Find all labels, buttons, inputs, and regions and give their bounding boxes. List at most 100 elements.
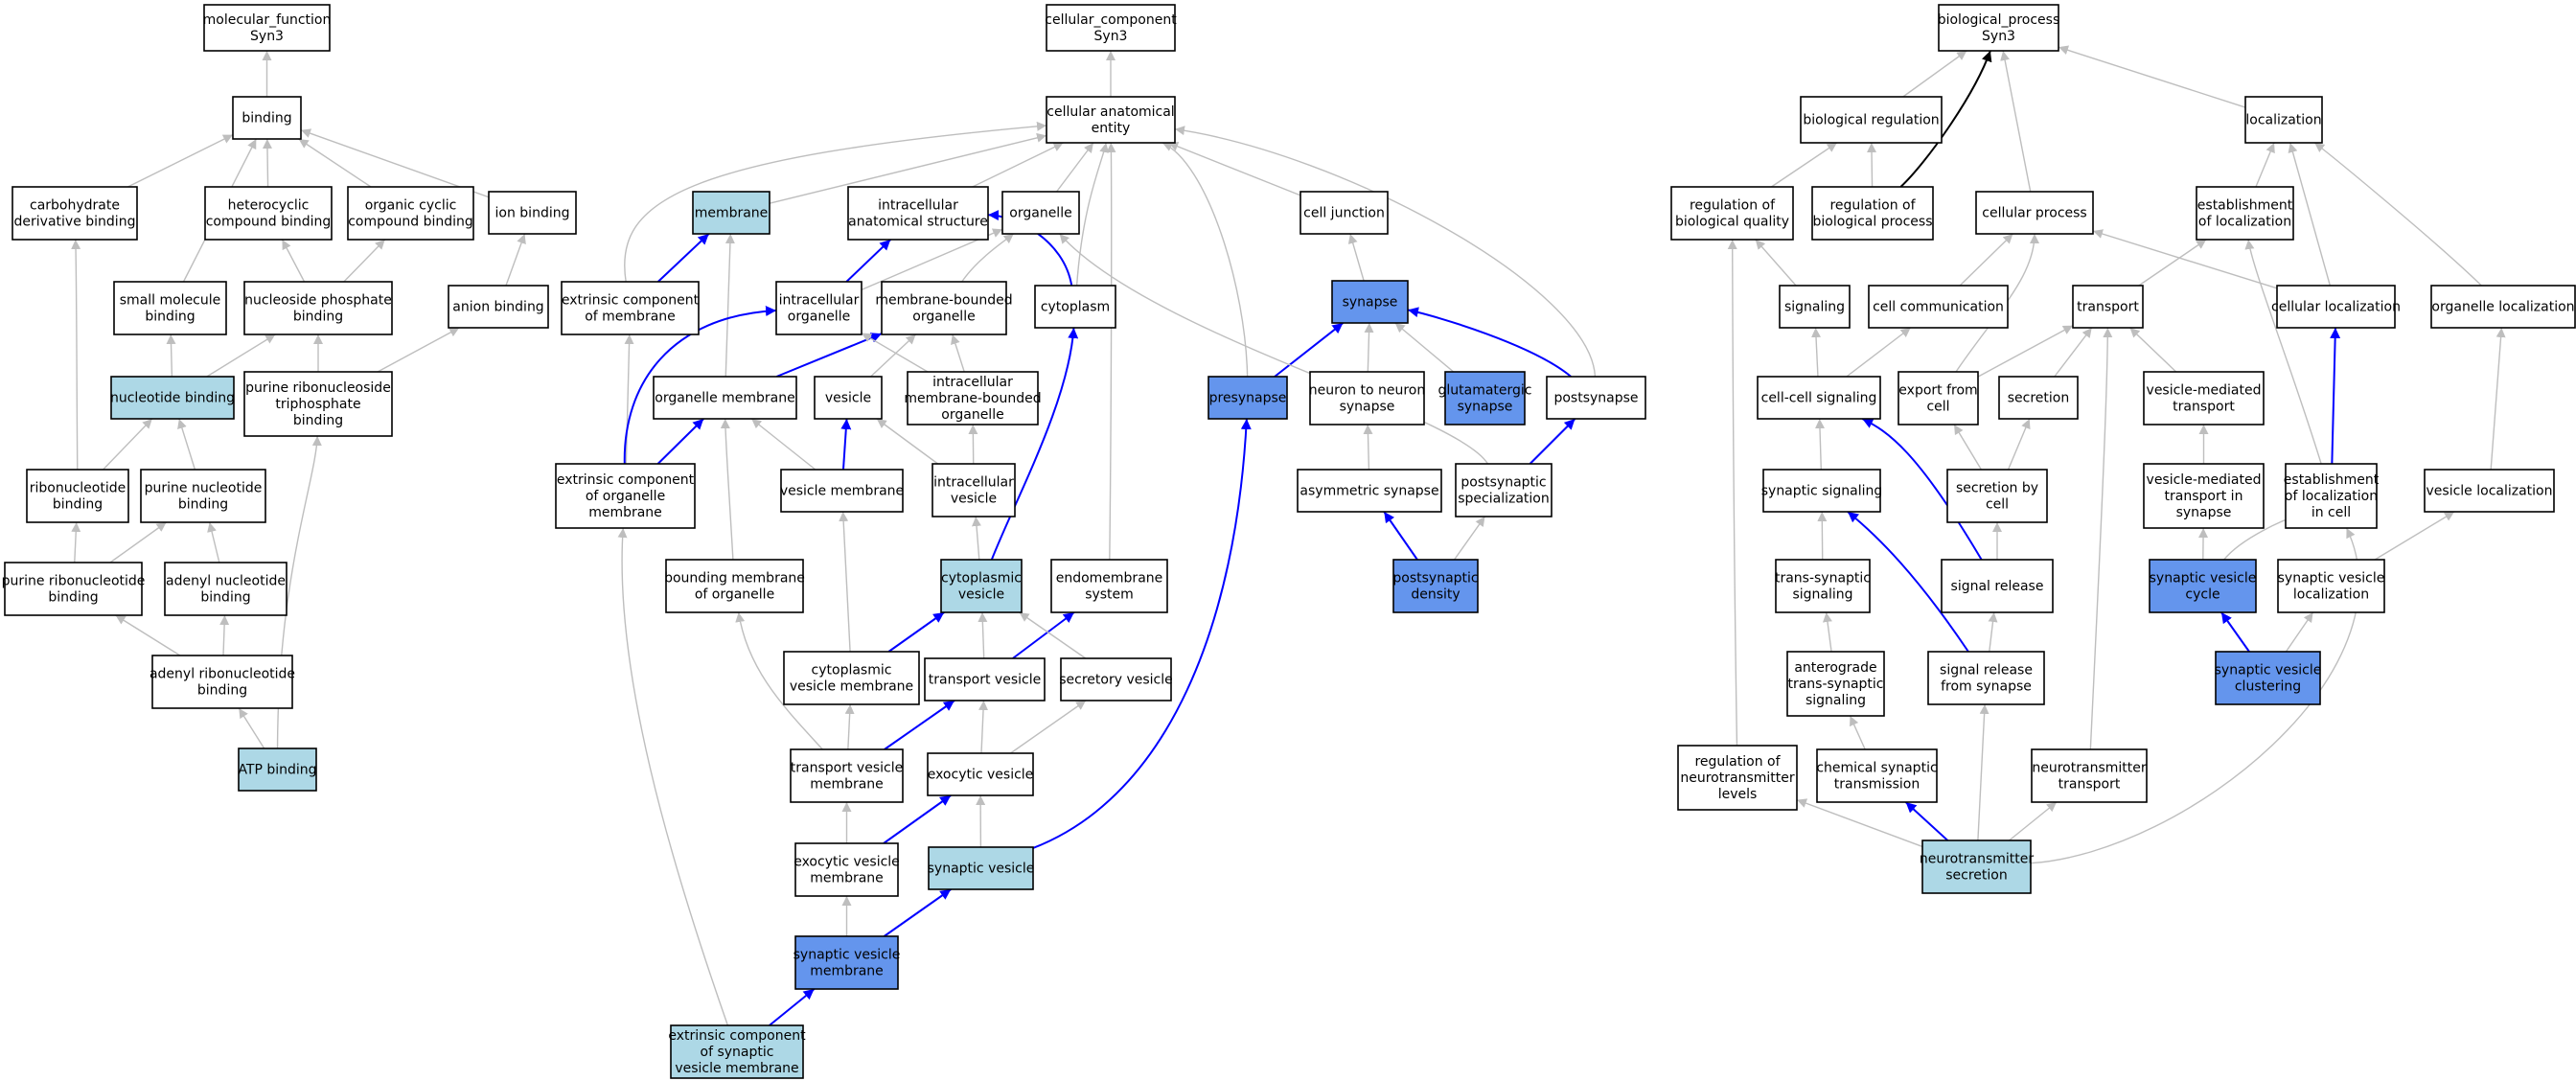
node-vesicle[interactable]: vesicle [814, 376, 883, 420]
node-presyn[interactable]: presynapse [1208, 376, 1288, 420]
node-exoves[interactable]: exocytic vesicle [927, 752, 1034, 796]
node-nucbind[interactable]: nucleotide binding [110, 376, 235, 420]
node-organelle[interactable]: organelle [1001, 191, 1080, 235]
node-binding[interactable]: binding [232, 96, 302, 140]
node-secves[interactable]: secretory vesicle [1059, 657, 1173, 702]
node-celljunc[interactable]: cell junction [1300, 191, 1389, 235]
node-cellcomm[interactable]: cell communication [1868, 285, 2009, 329]
node-cellloc[interactable]: cellular localization [2271, 285, 2401, 329]
node-membrane[interactable]: membrane [692, 191, 770, 235]
node-label-line: glutamatergic [1438, 382, 1531, 398]
edge-transvesmem-to-transves [884, 700, 955, 750]
node-label-line: presynapse [1209, 390, 1287, 405]
edge-sigrelsyn-to-sigrel [1988, 611, 1998, 653]
node-anion[interactable]: anion binding [448, 285, 549, 329]
node-asymsyn[interactable]: asymmetric synapse [1297, 469, 1442, 513]
node-orgmem[interactable]: organelle membrane [653, 376, 797, 420]
node-label-line: synapse [1343, 294, 1398, 310]
node-transves[interactable]: transport vesicle [924, 657, 1046, 702]
node-cellproc[interactable]: cellular process [1975, 191, 2094, 235]
node-synves[interactable]: synaptic vesicle [928, 846, 1035, 890]
node-vesloc[interactable]: vesicle localization [2424, 469, 2555, 513]
node-orgloc[interactable]: organelle localization [2430, 285, 2576, 329]
node-local[interactable]: localization [2244, 96, 2323, 144]
node-box [2215, 651, 2321, 705]
node-box [2277, 559, 2385, 613]
node-postsyn[interactable]: postsynapse [1546, 376, 1646, 420]
node-transport[interactable]: transport [2072, 285, 2144, 329]
edge-exportcell-to-transport [1977, 325, 2074, 378]
node-signaling[interactable]: signaling [1779, 285, 1851, 329]
edge-transves-to-cytoves [978, 611, 988, 659]
node-bioreg[interactable]: biological regulation [1800, 96, 1943, 144]
node-sigrel[interactable]: signal release [1941, 559, 2054, 613]
node-synsig[interactable]: synaptic signaling [1761, 469, 1883, 513]
node-label-line: extrinsic component [668, 1028, 806, 1044]
edge-svclust-to-svcycle [2220, 611, 2250, 653]
node-ion[interactable]: ion binding [488, 191, 577, 235]
node-synapse[interactable]: synapse [1331, 280, 1409, 324]
node-secretion[interactable]: secretion [1998, 376, 2079, 420]
node-vesmem[interactable]: vesicle membrane [780, 469, 904, 513]
node-cytoplasm[interactable]: cytoplasm [1034, 285, 1116, 329]
node-ccsig[interactable]: cell-cell signaling [1757, 376, 1881, 420]
node-label-line: organelle localization [2431, 299, 2574, 314]
node-box [2424, 469, 2555, 513]
edge-cellloc-to-local [2288, 142, 2332, 287]
node-label-line: extrinsic component [557, 472, 695, 488]
node-atp[interactable]: ATP binding [238, 748, 317, 792]
